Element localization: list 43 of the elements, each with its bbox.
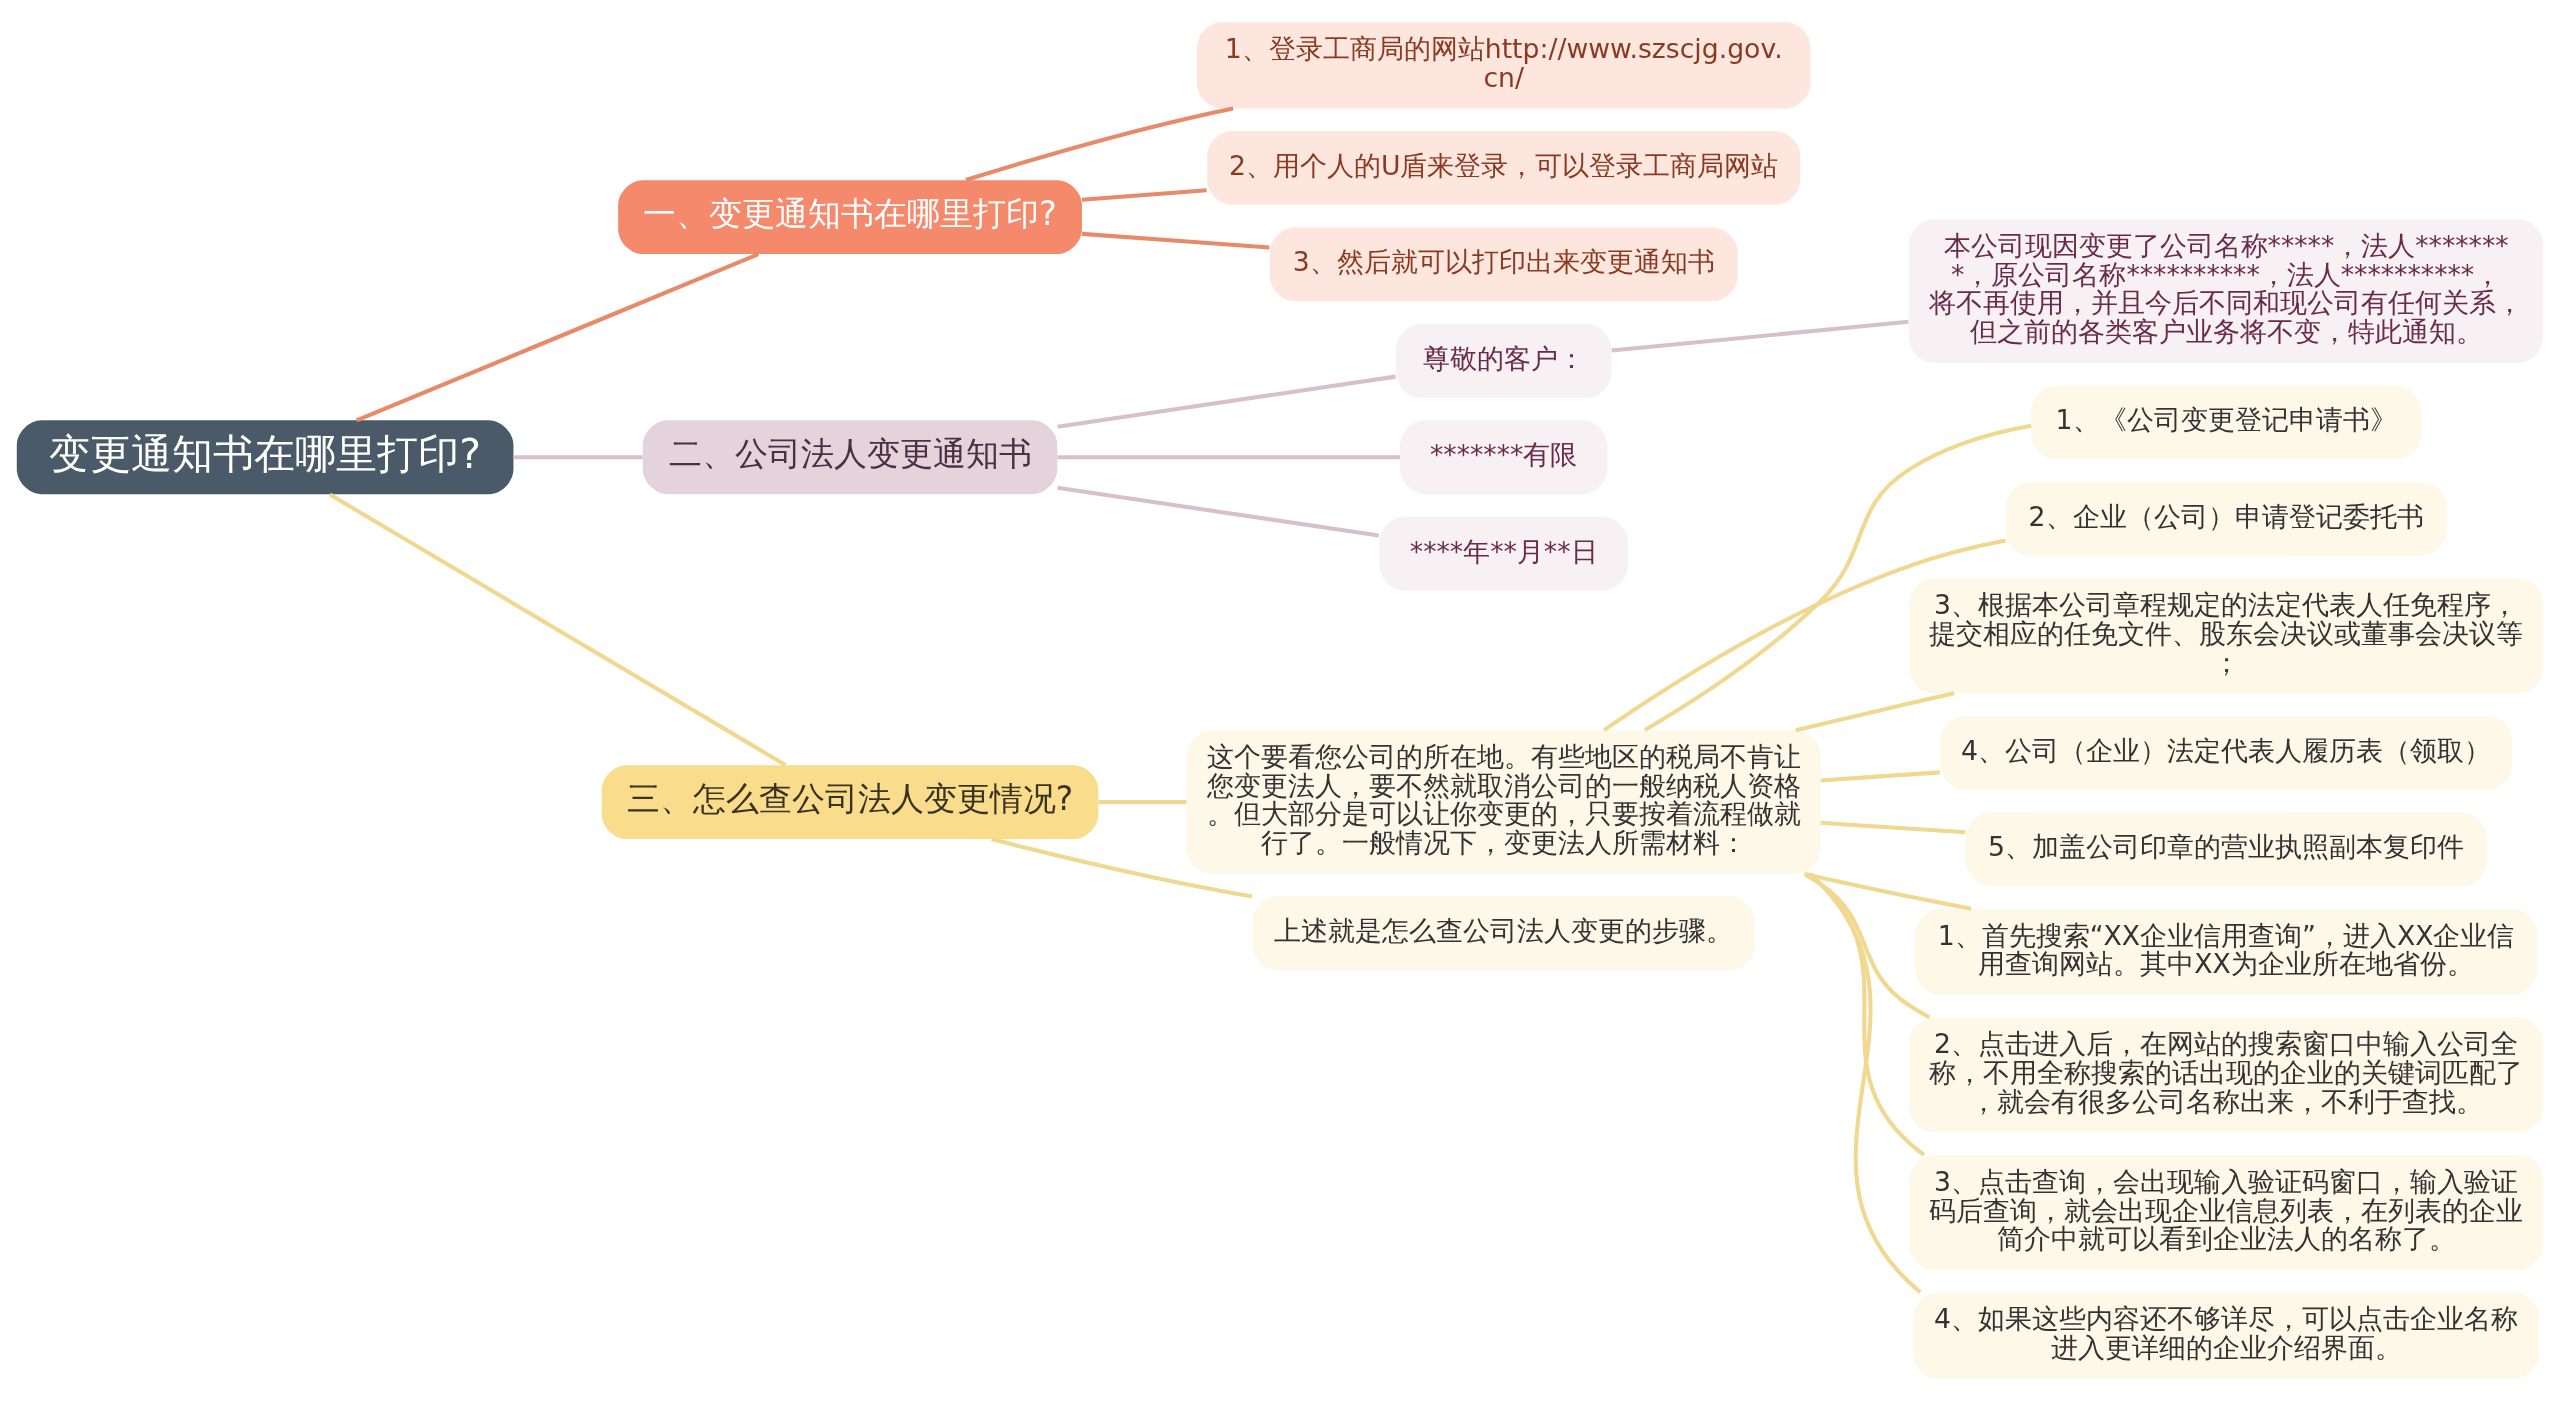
connector [1803, 872, 1931, 1020]
connector [1602, 538, 2006, 732]
connector [1807, 872, 1926, 1157]
node-box: 这个要看您公司的所在地。有些地区的税局不肯让您变更法人，要不然就取消公司的一般纳税人资格。但大部分是可以让你变更的，只要按着流程做就行了。一般情况下，变更法人所需材料： [1186, 730, 1821, 874]
connector [1057, 455, 1400, 460]
node-box: 本公司现因变更了公司名称*****，法人********，原公司名称**********，法人**********，将不再使用，并且今后不同和现公司有任何关系，但之前的各类客户业务将不变，特此通知。 [1909, 219, 2544, 363]
node-box: 3、点击查询，会出现输入验证码窗口，输入验证码后查询，就会出现企业信息列表，在列表的企业简介中就可以看到企业法人的名称了。 [1909, 1155, 2544, 1270]
node-box: 一、变更通知书在哪里打印? [618, 180, 1082, 255]
node-box: 上述就是怎么查公司法人变更的步骤。 [1252, 896, 1756, 971]
connector [513, 455, 643, 460]
connector [1057, 485, 1379, 538]
node-box: 4、如果这些内容还不够详尽，可以点击企业名称进入更详细的企业介绍界面。 [1913, 1292, 2540, 1379]
connector [1057, 374, 1396, 429]
node-box: 1、《公司变更登记申请书》 [2031, 385, 2422, 460]
connector [1820, 770, 1940, 783]
connector [355, 252, 760, 423]
connector [1611, 319, 1909, 353]
node-box: 变更通知书在哪里打印? [16, 420, 514, 495]
connector [1098, 800, 1187, 805]
node-box: 3、根据本公司章程规定的法定代表人任免程序，提交相应的任免文件、股东会决议或董事会决议等； [1909, 578, 2544, 694]
connector [1643, 423, 2032, 732]
node-box: 5、加盖公司印章的营业执照副本复印件 [1965, 812, 2487, 887]
node-box: 2、点击进入后，在网站的搜索窗口中输入公司全称，不用全称搜索的话出现的企业的关键词匹配了，就会有很多公司名称出来，不利于查找。 [1909, 1017, 2544, 1133]
node-box: 1、登录工商局的网站http://www.szscjg.gov.cn/ [1196, 22, 1811, 109]
connector [1803, 871, 1972, 911]
node-box: 二、公司法人变更通知书 [642, 420, 1058, 495]
node-box: 1、首先搜索“XX企业信用查询”，进入XX企业信用查询网站。其中XX为企业所在地省份。 [1915, 908, 2538, 995]
node-box: *******有限 [1400, 420, 1608, 495]
connector [1081, 188, 1207, 202]
connector [1081, 231, 1270, 250]
connector [328, 492, 787, 767]
node-box: 3、然后就可以打印出来变更通知书 [1269, 227, 1738, 302]
connector [965, 106, 1234, 182]
node-box: 尊敬的客户： [1395, 323, 1612, 398]
connector [990, 837, 1253, 899]
connector [1795, 691, 1955, 733]
node-box: 4、公司（企业）法定代表人履历表（领取） [1939, 715, 2513, 790]
node-box: 三、怎么查公司法人变更情况? [601, 765, 1099, 840]
connector [1809, 872, 1922, 1294]
node-box: 2、企业（公司）申请登记委托书 [2005, 481, 2447, 556]
node-box: ****年**月**日 [1379, 516, 1628, 591]
node-box: 2、用个人的U盾来登录，可以登录工商局网站 [1207, 131, 1801, 205]
connector [1820, 820, 1966, 835]
